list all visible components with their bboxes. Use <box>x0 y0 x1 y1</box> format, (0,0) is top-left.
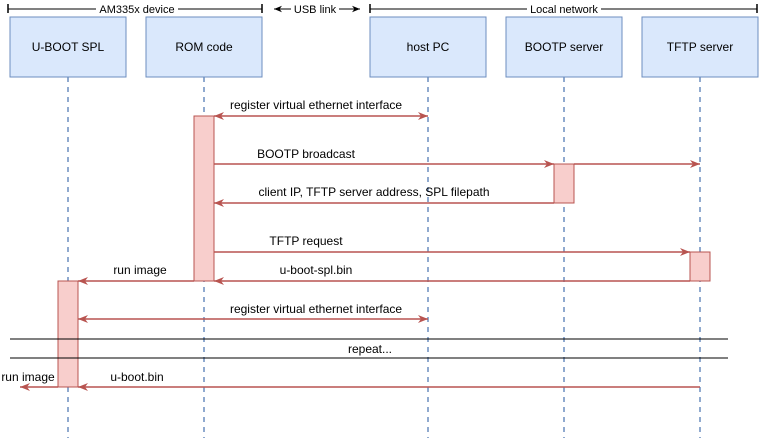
participant-label-host: host PC <box>407 40 450 54</box>
participant-label-tftp: TFTP server <box>667 40 733 54</box>
message-label: BOOTP broadcast <box>257 147 355 161</box>
message-label: u-boot-spl.bin <box>280 263 353 277</box>
message-uboot-spl-bin: u-boot-spl.bin <box>214 263 690 285</box>
message-register-2: register virtual ethernet interface <box>78 302 428 323</box>
participant-rom: ROM code <box>145 16 263 78</box>
message-label: TFTP request <box>269 234 343 248</box>
participant-spl: U-BOOT SPL <box>9 16 127 78</box>
message-label: client IP, TFTP server address, SPL file… <box>259 185 490 199</box>
activation-tftp <box>689 251 711 282</box>
participant-tftp: TFTP server <box>641 16 759 78</box>
participant-label-rom: ROM code <box>175 40 233 54</box>
participant-host: host PC <box>369 16 487 78</box>
participant-label-bootp: BOOTP server <box>525 40 603 54</box>
message-label: run image <box>113 263 167 277</box>
repeat-divider: repeat... <box>10 338 728 359</box>
message-bootp-reply: client IP, TFTP server address, SPL file… <box>214 185 554 207</box>
group-label-network: Local network <box>530 4 598 16</box>
message-label: register virtual ethernet interface <box>230 98 402 112</box>
message-run-image-2: run image <box>1 370 58 391</box>
message-label: u-boot.bin <box>110 370 163 384</box>
message-label: register virtual ethernet interface <box>230 302 402 316</box>
message-uboot-bin: u-boot.bin <box>78 370 700 391</box>
group-usb-link: USB link <box>274 2 360 16</box>
message-label: run image <box>1 370 55 384</box>
group-label-usb: USB link <box>294 4 337 16</box>
message-register-1: register virtual ethernet interface <box>214 98 428 120</box>
participant-bootp: BOOTP server <box>505 16 623 78</box>
group-label-device: AM335x device <box>99 4 174 16</box>
activations <box>57 115 711 388</box>
divider-label: repeat... <box>348 342 392 356</box>
activation-rom <box>193 115 215 282</box>
group-am335x-device: AM335x device <box>7 2 263 16</box>
participant-label-spl: U-BOOT SPL <box>32 40 105 54</box>
activation-bootp <box>553 163 575 204</box>
message-run-image-1: run image <box>78 263 194 285</box>
message-bootp-broadcast: BOOTP broadcast <box>214 147 700 168</box>
group-local-network: Local network <box>369 2 758 16</box>
activation-spl <box>57 280 79 388</box>
message-tftp-request: TFTP request <box>214 234 690 256</box>
